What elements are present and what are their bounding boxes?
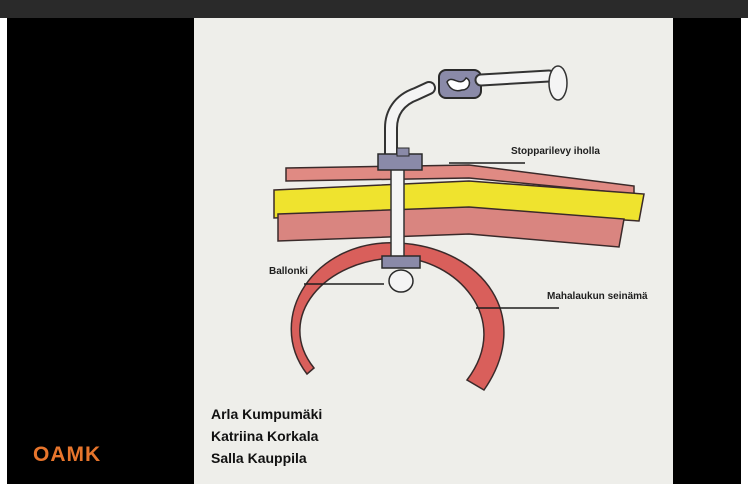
stopper-label: Stopparilevy iholla	[511, 146, 600, 157]
balloon	[389, 270, 413, 292]
tube-cap	[549, 66, 567, 100]
tube-shaft	[391, 162, 404, 258]
author-name: Salla Kauppila	[211, 447, 322, 469]
video-frame[interactable]: Stopparilevy iholla Ballonki Mahalaukun …	[7, 18, 741, 484]
author-name: Arla Kumpumäki	[211, 403, 322, 425]
inner-stopper	[382, 256, 420, 268]
drawing-paper: Stopparilevy iholla Ballonki Mahalaukun …	[194, 18, 673, 484]
oamk-logo: OAMK	[33, 443, 101, 467]
author-name: Katriina Korkala	[211, 425, 322, 447]
logo-text: OAMK	[33, 443, 101, 466]
top-bar	[0, 0, 748, 18]
stomach-wall-label: Mahalaukun seinämä	[547, 291, 648, 302]
balloon-label: Ballonki	[269, 266, 308, 277]
authors-list: Arla Kumpumäki Katriina Korkala Salla Ka…	[211, 403, 322, 469]
